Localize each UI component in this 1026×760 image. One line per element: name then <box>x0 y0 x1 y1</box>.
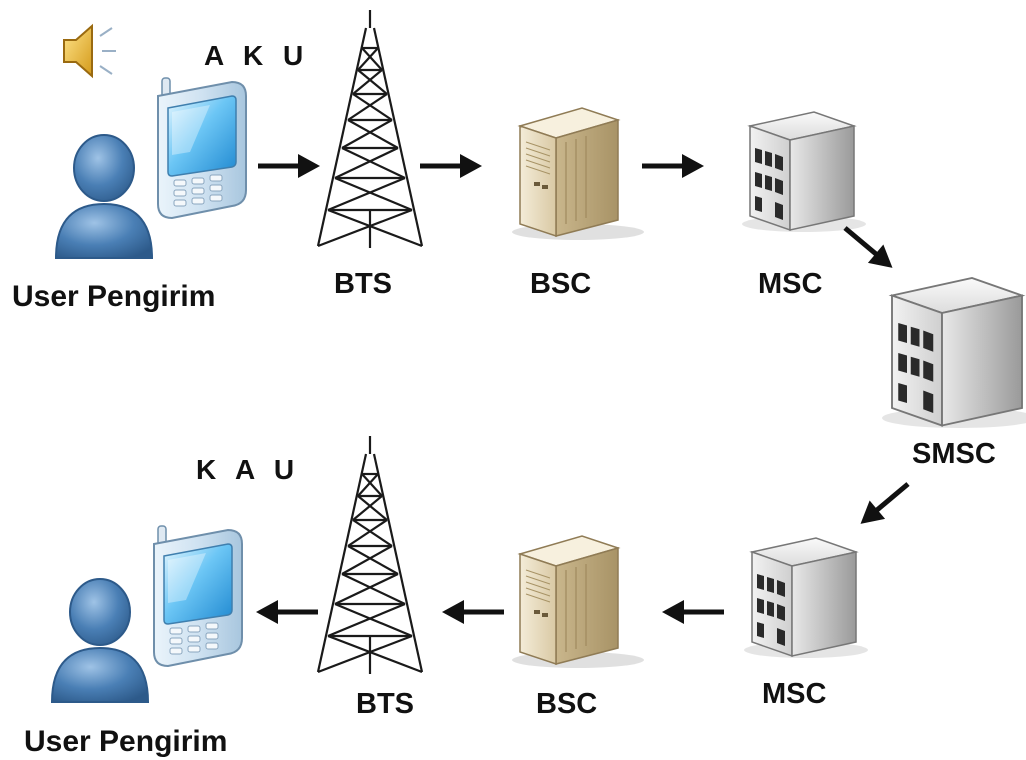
bts-bottom-tower-icon <box>316 434 424 676</box>
receiver-user-icon <box>51 578 149 703</box>
smsc-label: SMSC <box>912 438 996 470</box>
smsc-building-icon <box>881 277 1026 429</box>
bts-top-label: BTS <box>334 268 392 300</box>
bsc-bottom-server-icon <box>511 535 645 669</box>
arrow-icon <box>642 154 704 178</box>
msc-top-building-icon <box>741 111 867 233</box>
arrow-icon <box>256 600 318 624</box>
arrow-icon <box>853 475 916 533</box>
bsc-bottom-label: BSC <box>536 688 598 720</box>
arrow-icon <box>662 600 724 624</box>
bsc-top-server-icon <box>511 107 645 241</box>
top-message-label: A K U <box>204 40 310 71</box>
receiver-label: User Pengirim <box>24 725 228 758</box>
arrow-icon <box>837 219 900 277</box>
msc-top-label: MSC <box>758 268 823 300</box>
sender-user-icon <box>55 134 153 259</box>
msc-bottom-building-icon <box>743 537 869 659</box>
bottom-message-label: K A U <box>196 454 301 485</box>
bts-top-tower-icon <box>316 8 424 250</box>
msc-bottom-label: MSC <box>762 678 827 710</box>
receiver-phone-icon <box>153 525 243 667</box>
arrow-icon <box>258 154 320 178</box>
speaker-icon <box>63 23 116 79</box>
arrow-icon <box>442 600 504 624</box>
arrow-icon <box>420 154 482 178</box>
bsc-top-label: BSC <box>530 268 592 300</box>
bts-bottom-label: BTS <box>356 688 414 720</box>
sender-label: User Pengirim <box>12 280 216 313</box>
sender-phone-icon <box>157 77 247 219</box>
